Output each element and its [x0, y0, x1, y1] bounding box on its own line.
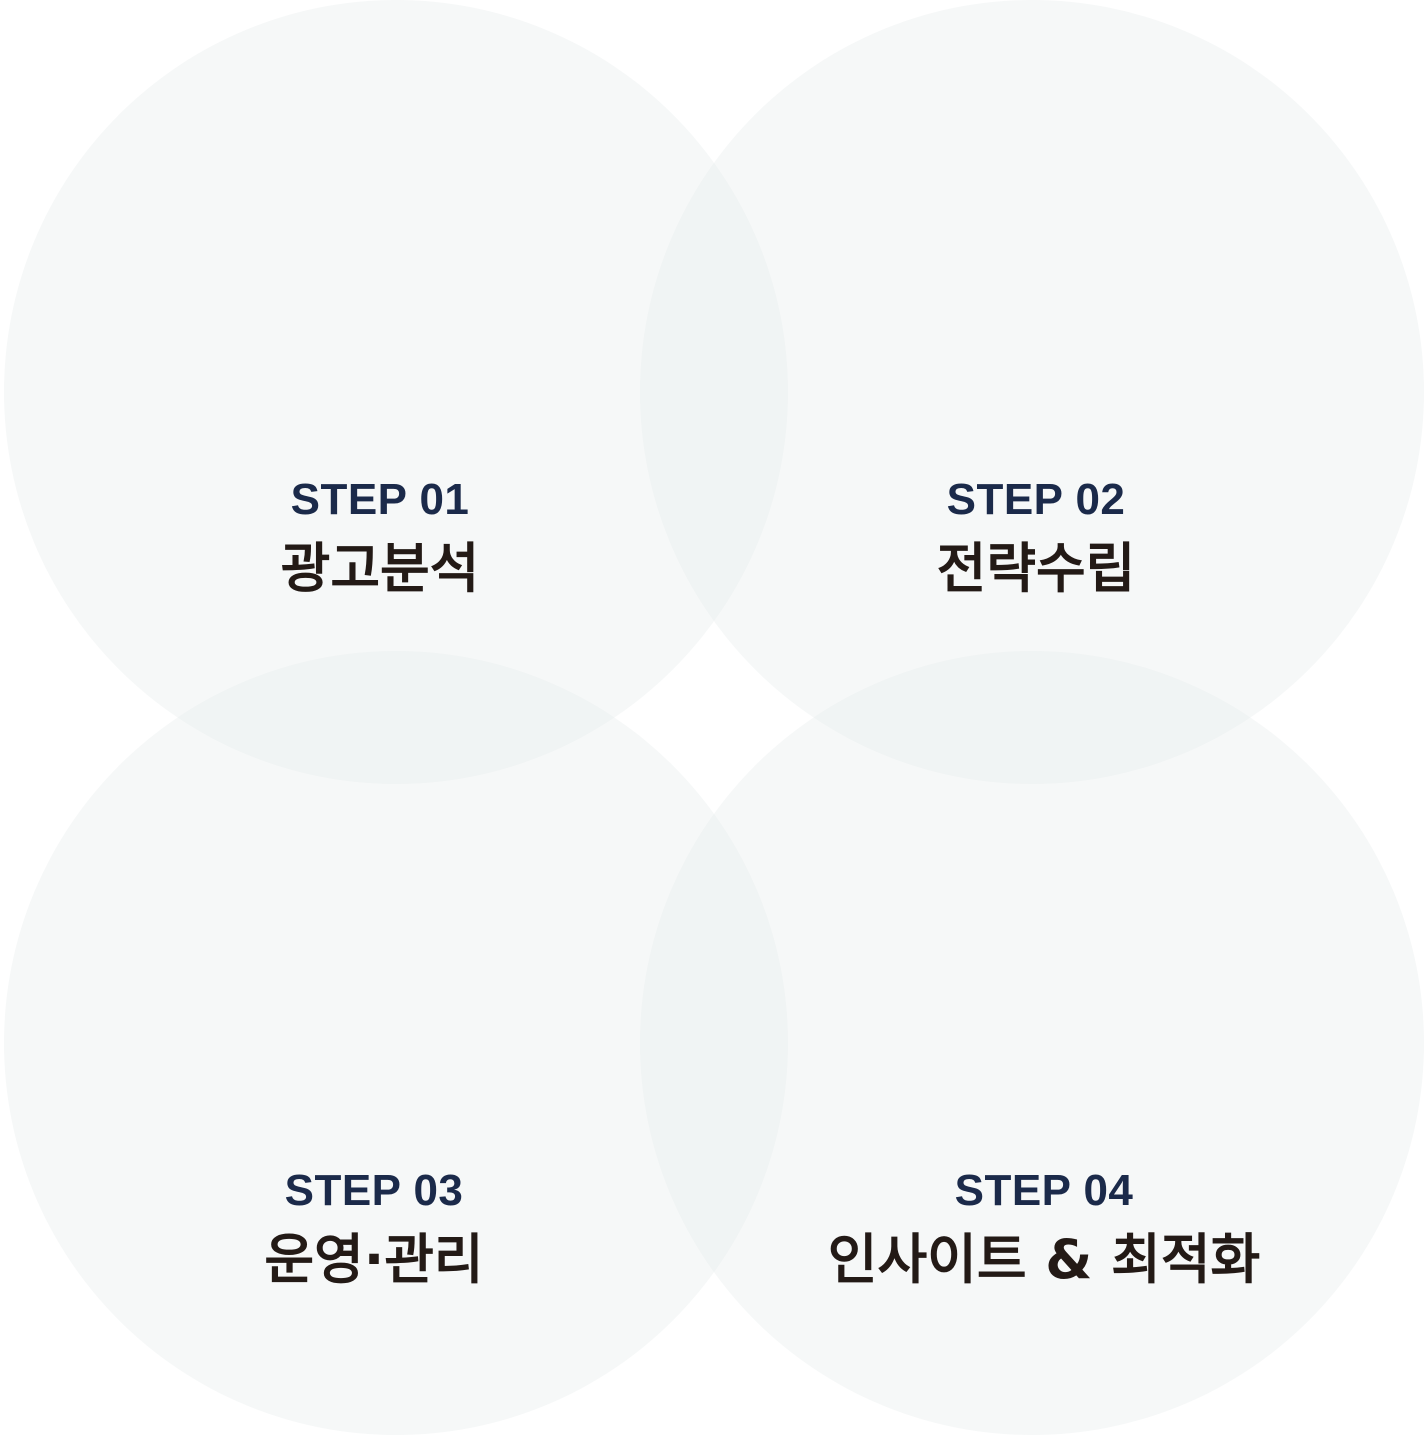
step-circle-4: [640, 651, 1424, 1435]
step-circle-1: [4, 0, 788, 784]
step-3: STEP 03 운영·관리: [264, 1169, 483, 1287]
step-4: STEP 04 인사이트 & 최적화: [828, 1169, 1260, 1287]
step-3-title: 운영·관리: [264, 1228, 484, 1291]
step-1-label: STEP 01: [290, 475, 470, 524]
step-2-label: STEP 02: [946, 475, 1126, 524]
step-4-title: 인사이트 & 최적화: [827, 1228, 1261, 1291]
step-1: STEP 01 광고분석: [281, 478, 480, 596]
step-circle-2: [640, 0, 1424, 784]
step-2: STEP 02 전략수립: [937, 478, 1136, 596]
step-circle-3: [4, 651, 788, 1435]
step-3-label: STEP 03: [284, 1166, 464, 1215]
step-1-title: 광고분석: [280, 537, 480, 600]
step-2-title: 전략수립: [936, 537, 1136, 600]
step-4-label: STEP 04: [954, 1166, 1134, 1215]
